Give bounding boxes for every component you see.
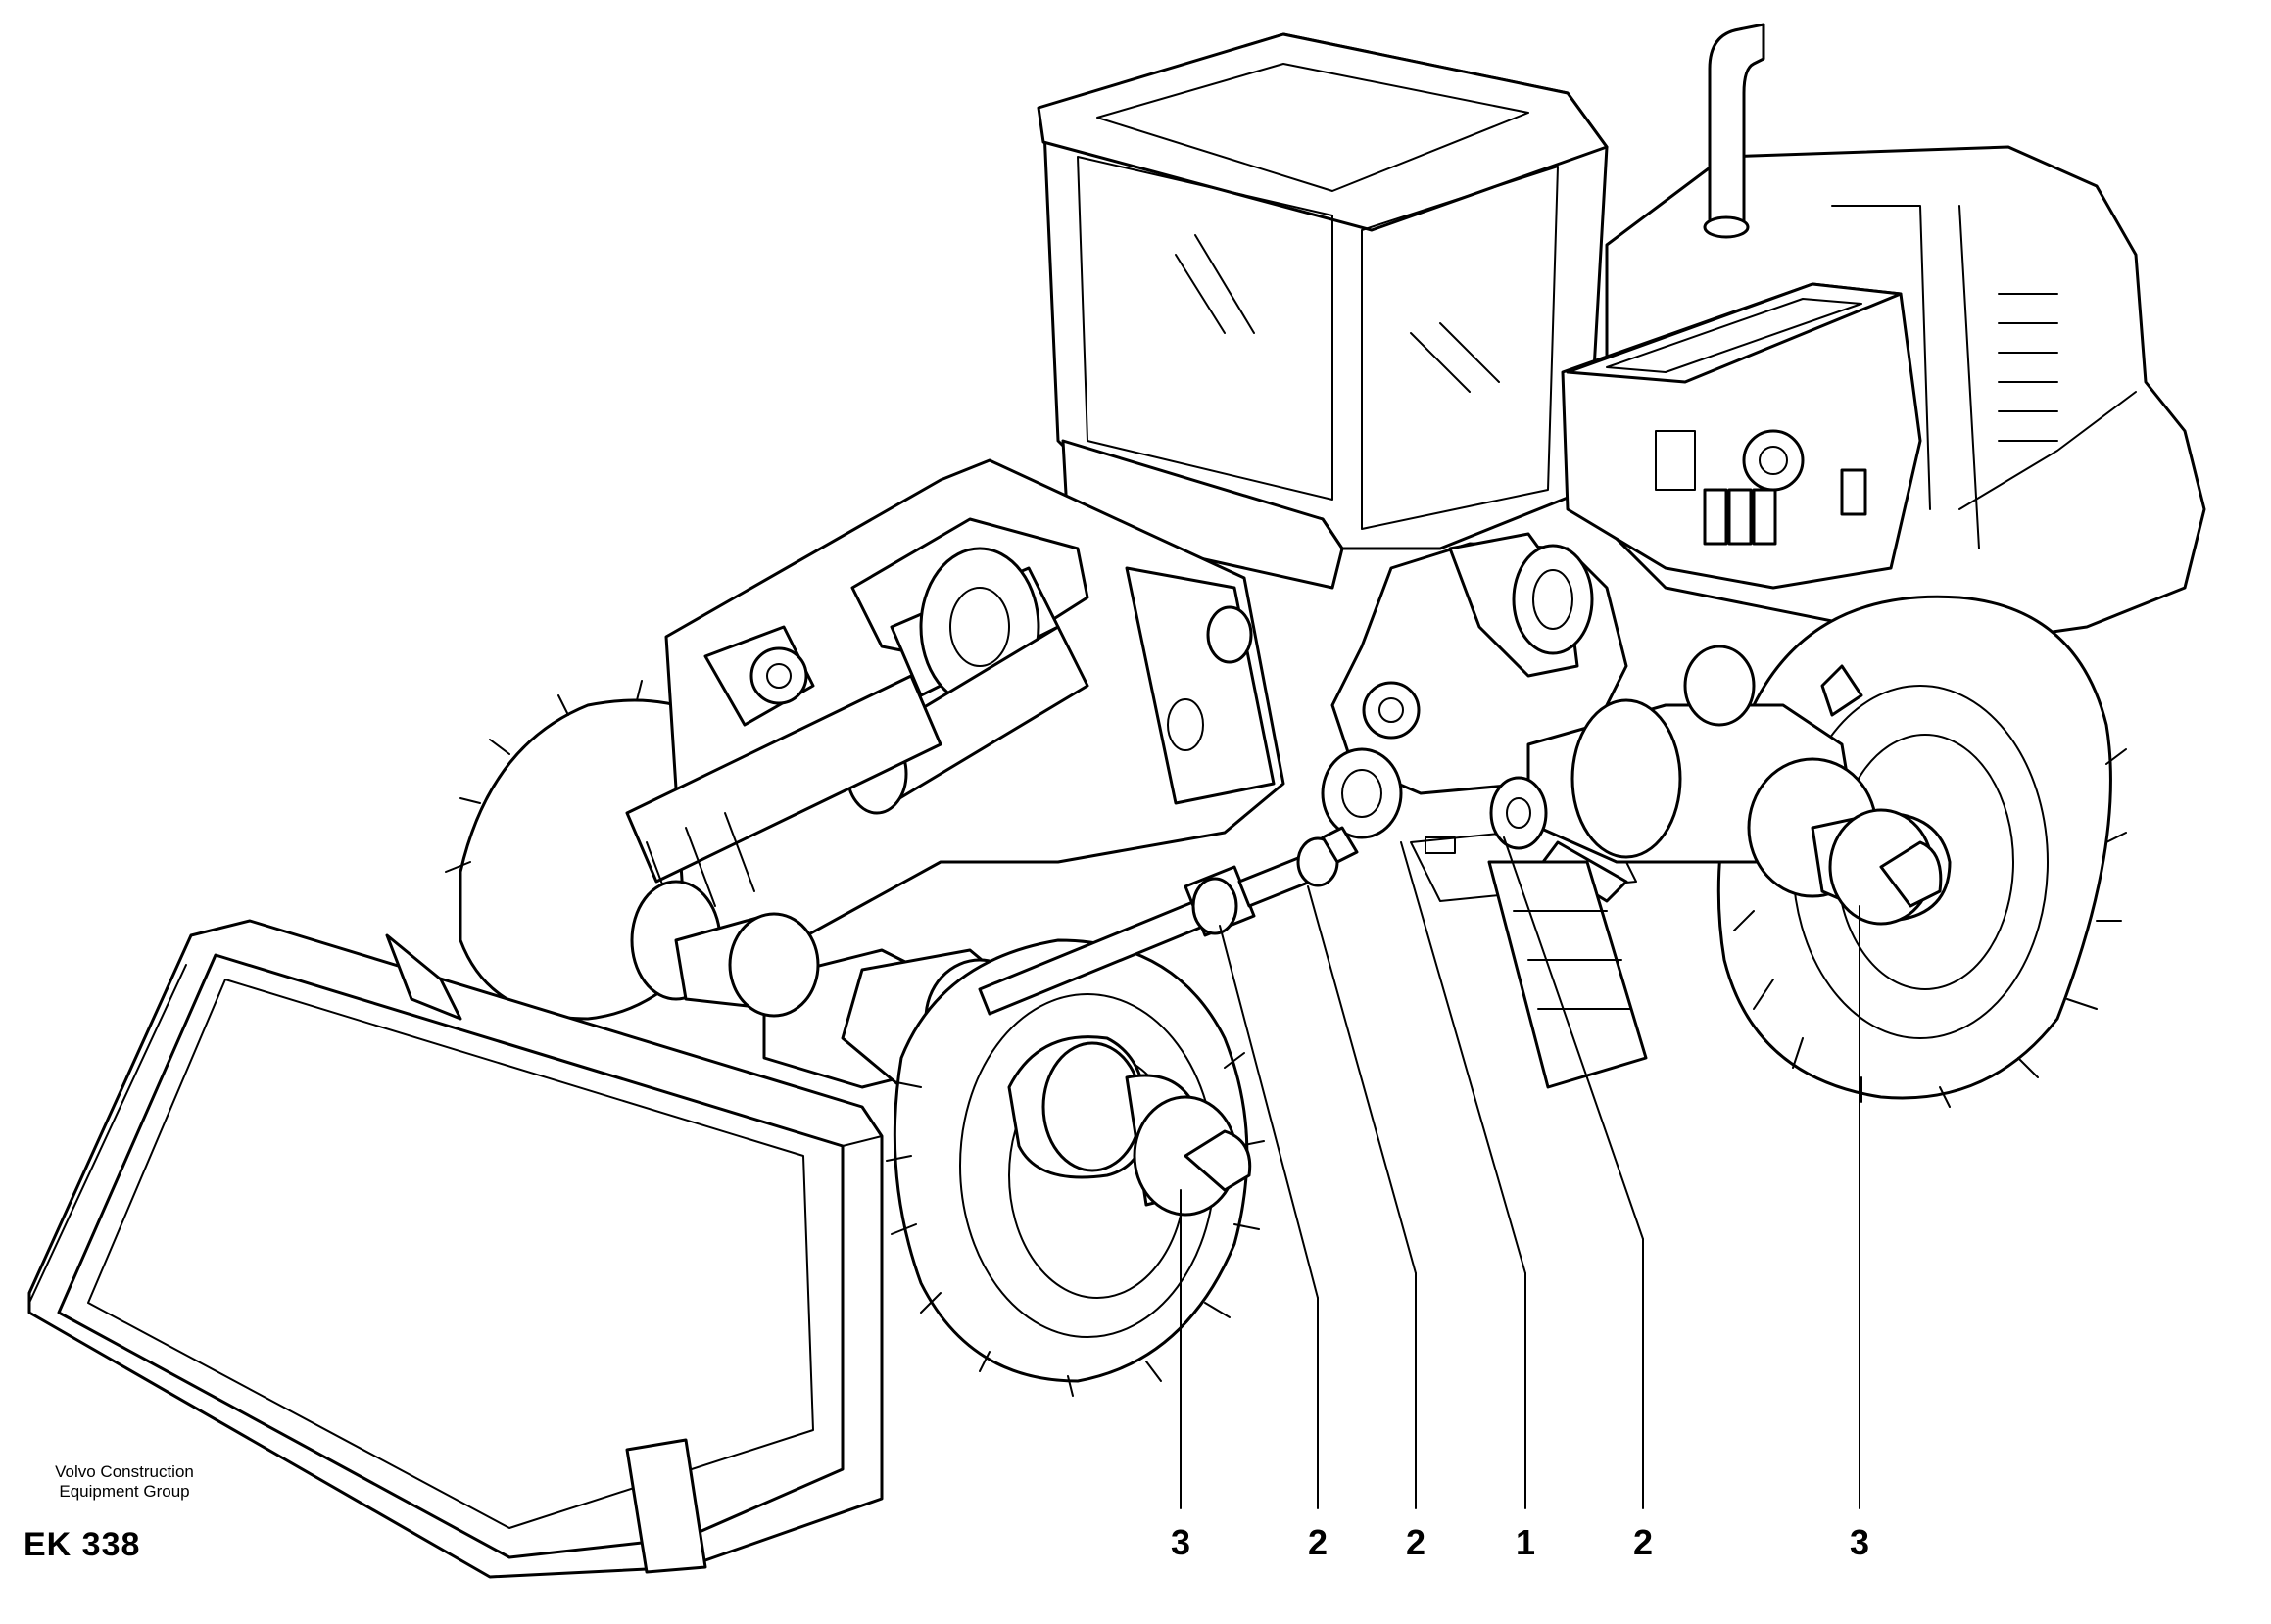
leader-line-2-a <box>1219 925 1319 1299</box>
engine-block <box>1561 282 1922 590</box>
callout-3-rear-hub: 3 <box>1849 1522 1870 1562</box>
caption-company-line1: Volvo Construction <box>55 1462 194 1481</box>
access-ladder <box>1487 860 1648 1089</box>
leader-line-2-c <box>1503 836 1644 1240</box>
callout-3-front-hub: 3 <box>1170 1522 1191 1562</box>
transmission <box>1321 532 1637 902</box>
bucket <box>27 919 884 1579</box>
leader-line-1 <box>1400 841 1526 1274</box>
rear-axle <box>1489 645 1952 926</box>
exhaust-stack <box>1703 23 1765 239</box>
leader-line-2-b <box>1307 885 1417 1274</box>
front-hub-front <box>1007 1035 1252 1217</box>
propeller-shafts <box>978 826 1359 1016</box>
drawing-code: EK 338 <box>24 1526 141 1563</box>
callout-2-rear-shaft: 2 <box>1632 1522 1654 1562</box>
front-hub-rear <box>630 880 820 1018</box>
caption-company-line2: Equipment Group <box>59 1482 190 1501</box>
loader-frame <box>625 458 1285 972</box>
callout-2-middle-shaft: 2 <box>1405 1522 1426 1562</box>
leader-lines <box>1180 836 1860 1509</box>
callout-1-transmission: 1 <box>1515 1522 1536 1562</box>
operator-cab <box>1037 32 1609 590</box>
callout-2-front-shaft: 2 <box>1307 1522 1329 1562</box>
